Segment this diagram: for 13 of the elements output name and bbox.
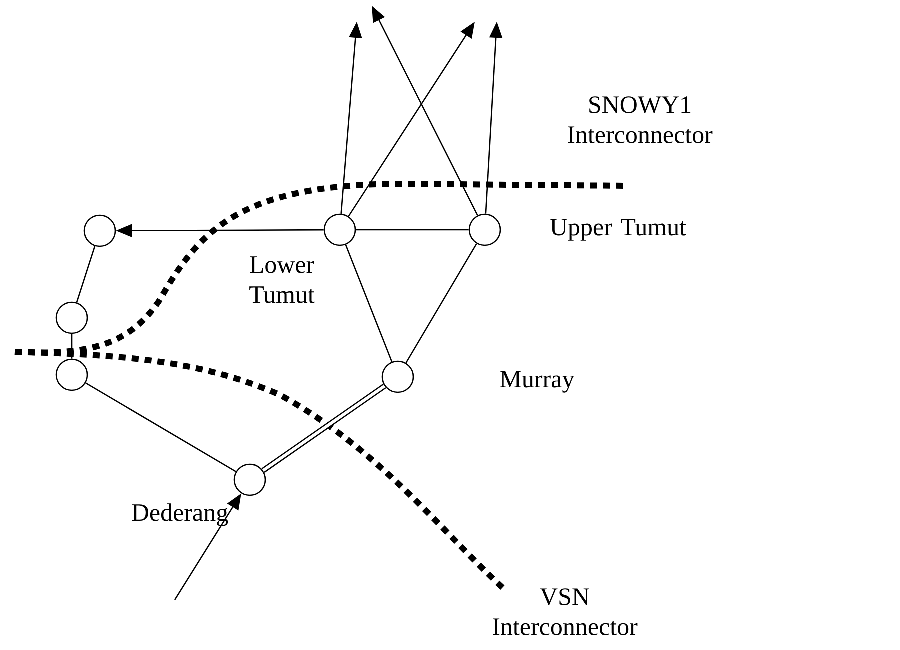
node-circle [84, 214, 116, 248]
node-circle [382, 360, 414, 394]
station-label: Murray [500, 371, 575, 393]
station-label: Lower Tumut [250, 256, 315, 304]
node-circle [468, 214, 502, 246]
node-circle [56, 302, 88, 334]
station-label: Upper Tumut [550, 219, 686, 241]
interconnector-label: VSN Interconnector [493, 588, 638, 636]
node-circle [324, 214, 356, 246]
node-circle [234, 464, 266, 496]
interconnector-label: SNOWY1 Interconnector [568, 96, 713, 144]
station-label: Dederang [132, 504, 228, 526]
node-circle [56, 358, 88, 392]
